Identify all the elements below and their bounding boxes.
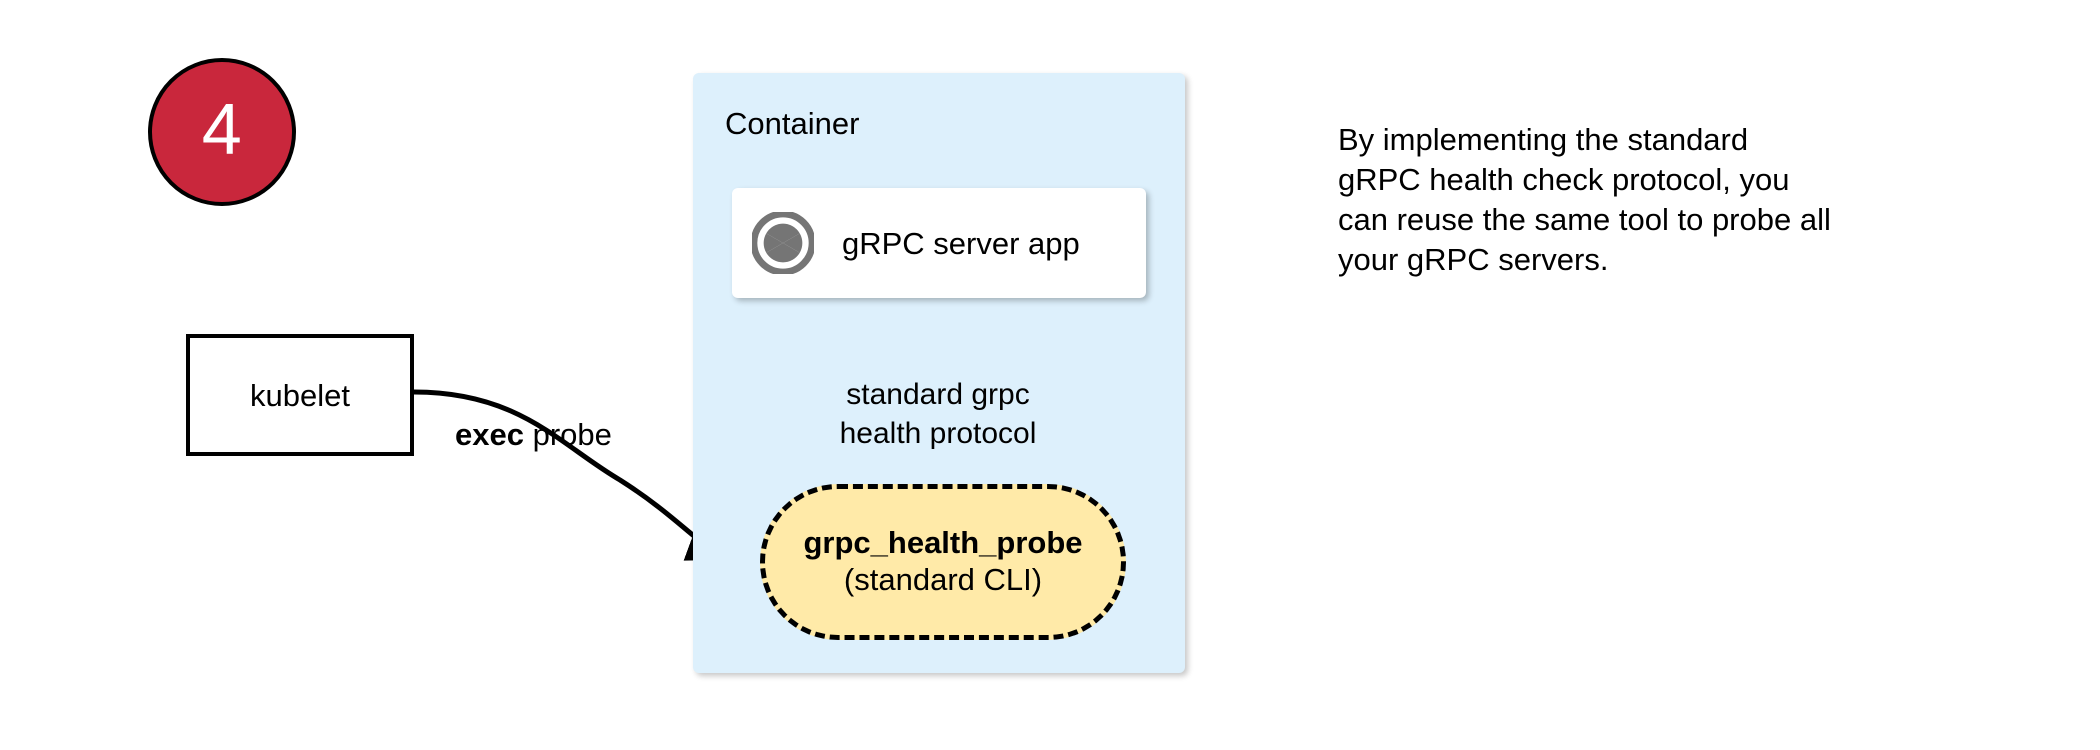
step-number-label: 4 bbox=[201, 90, 243, 170]
aperture-icon bbox=[752, 212, 814, 274]
container-title: Container bbox=[725, 106, 860, 141]
kubelet-node: kubelet bbox=[186, 334, 414, 456]
step-number-badge: 4 bbox=[148, 58, 296, 206]
explanation-note: By implementing the standard gRPC health… bbox=[1338, 120, 1938, 280]
exec-probe-edge-label: exec probe bbox=[455, 419, 612, 450]
note-line-2: gRPC health check protocol, you bbox=[1338, 162, 1790, 197]
exec-probe-suffix: probe bbox=[523, 417, 612, 452]
health-protocol-edge-label: standard grpc health protocol bbox=[838, 375, 1038, 453]
note-line-4: your gRPC servers. bbox=[1338, 242, 1609, 277]
grpc-health-probe-node: grpc_health_probe (standard CLI) bbox=[760, 484, 1126, 640]
kubelet-label: kubelet bbox=[250, 377, 350, 413]
note-line-1: By implementing the standard bbox=[1338, 122, 1749, 157]
grpc-health-probe-title: grpc_health_probe bbox=[803, 525, 1083, 561]
grpc-server-app-card: gRPC server app bbox=[732, 188, 1146, 298]
health-protocol-line1: standard grpc bbox=[846, 378, 1030, 411]
note-line-3: can reuse the same tool to probe all bbox=[1338, 202, 1831, 237]
health-protocol-line2: health protocol bbox=[839, 417, 1037, 450]
exec-probe-keyword: exec bbox=[455, 417, 524, 452]
grpc-server-app-label: gRPC server app bbox=[842, 225, 1080, 261]
grpc-health-probe-subtitle: (standard CLI) bbox=[843, 562, 1043, 597]
